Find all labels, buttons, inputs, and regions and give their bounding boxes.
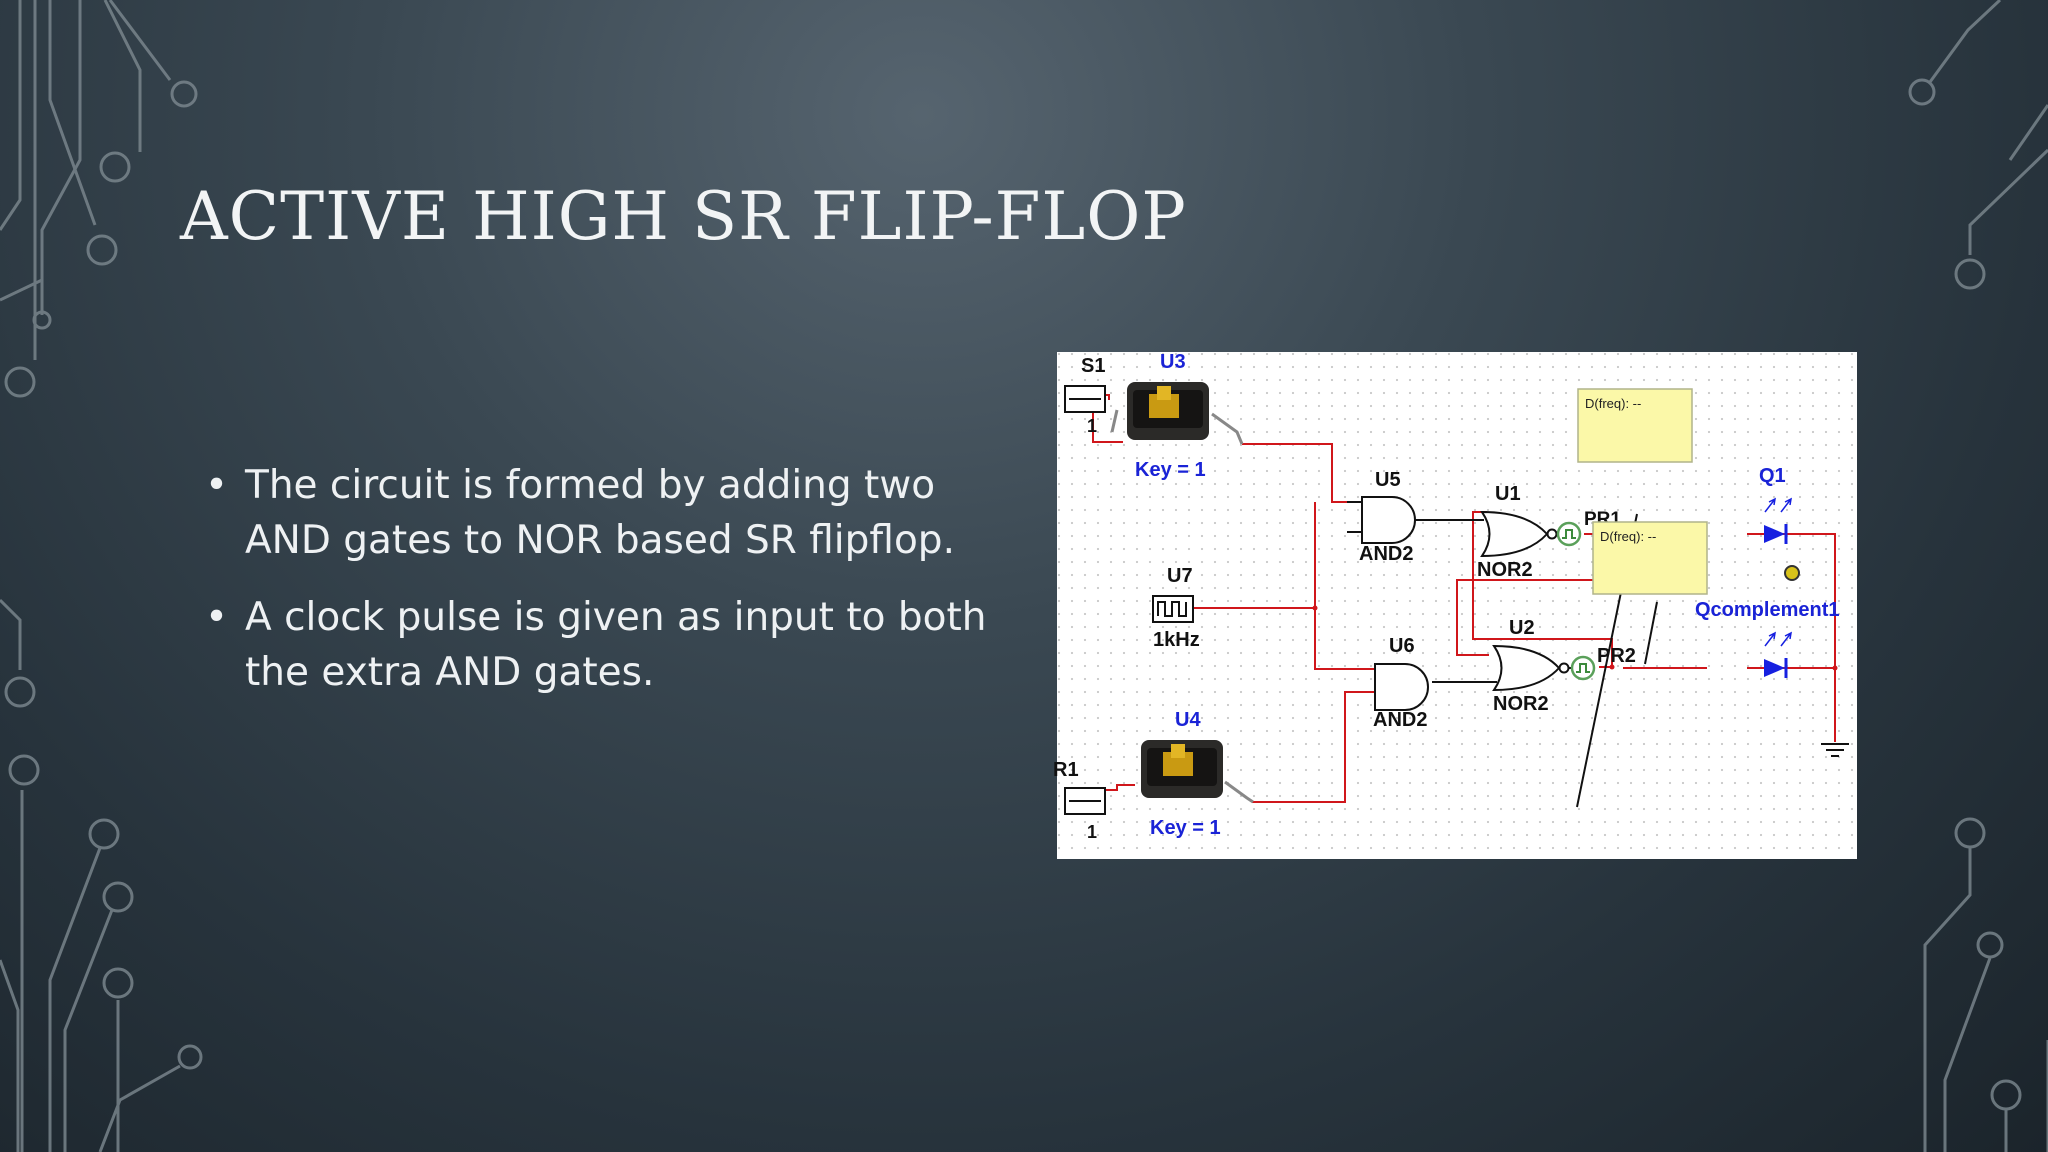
probe-pr2-icon xyxy=(1570,655,1596,681)
qcomplement-label: Qcomplement1 xyxy=(1695,599,1839,621)
slide-title: ACTIVE HIGH SR FLIP-FLOP xyxy=(180,178,1187,255)
and-gate-u6 xyxy=(1374,663,1429,711)
u5-label: U5 xyxy=(1375,469,1401,491)
nor2-bottom-label: NOR2 xyxy=(1493,693,1549,715)
u4-label: U4 xyxy=(1175,709,1201,731)
nor2-top-label: NOR2 xyxy=(1477,559,1533,581)
r1-label: R1 xyxy=(1053,759,1079,781)
s1-label: S1 xyxy=(1081,355,1105,377)
pr2-label: PR2 xyxy=(1597,645,1636,667)
u3-label: U3 xyxy=(1160,351,1186,373)
key-switch-u3-icon xyxy=(1110,382,1244,445)
bullet-list: The circuit is formed by adding two AND … xyxy=(205,458,1005,722)
u2-label: U2 xyxy=(1509,617,1535,639)
q1-label: Q1 xyxy=(1759,465,1786,487)
wire-junction xyxy=(1832,665,1838,671)
led-qcomplement-icon xyxy=(1764,631,1792,678)
u6-label: U6 xyxy=(1389,635,1415,657)
probe-pr1-icon xyxy=(1556,521,1582,547)
led-q1-icon xyxy=(1764,497,1792,544)
key-switch-u4-icon xyxy=(1141,740,1254,804)
nor-gate-u2 xyxy=(1492,644,1561,692)
r1-value: 1 xyxy=(1087,822,1097,842)
clock-frequency-label: 1kHz xyxy=(1153,629,1200,651)
u3-key-label: Key = 1 xyxy=(1135,459,1206,481)
and2-top-label: AND2 xyxy=(1359,543,1413,565)
s1-value: 1 xyxy=(1087,416,1097,436)
lamp-indicator-icon xyxy=(1784,565,1800,581)
and2-bottom-label: AND2 xyxy=(1373,709,1427,731)
circuit-schematic: S1 1 U3 Key = 1 U7 1kHz U4 Key = 1 R1 1 … xyxy=(1053,351,1857,859)
and-gate-u5 xyxy=(1361,496,1416,544)
u4-key-label: Key = 1 xyxy=(1150,817,1221,839)
probe-readout-1: D(freq): -- xyxy=(1585,396,1641,411)
probe-readout-2: D(freq): -- xyxy=(1600,529,1656,544)
nor-gate-u1 xyxy=(1480,510,1549,558)
bullet-item: A clock pulse is given as input to both … xyxy=(205,590,1005,700)
u1-label: U1 xyxy=(1495,483,1521,505)
probe-readout-box-1 xyxy=(1577,388,1693,463)
probe-readout-box-2 xyxy=(1592,521,1708,595)
wire-junction xyxy=(1312,605,1318,611)
wire-junction xyxy=(1609,664,1615,670)
bullet-item: The circuit is formed by adding two AND … xyxy=(205,458,1005,568)
u7-label: U7 xyxy=(1167,565,1193,587)
ground-icon xyxy=(1821,743,1849,757)
square-wave-icon xyxy=(1157,601,1187,617)
